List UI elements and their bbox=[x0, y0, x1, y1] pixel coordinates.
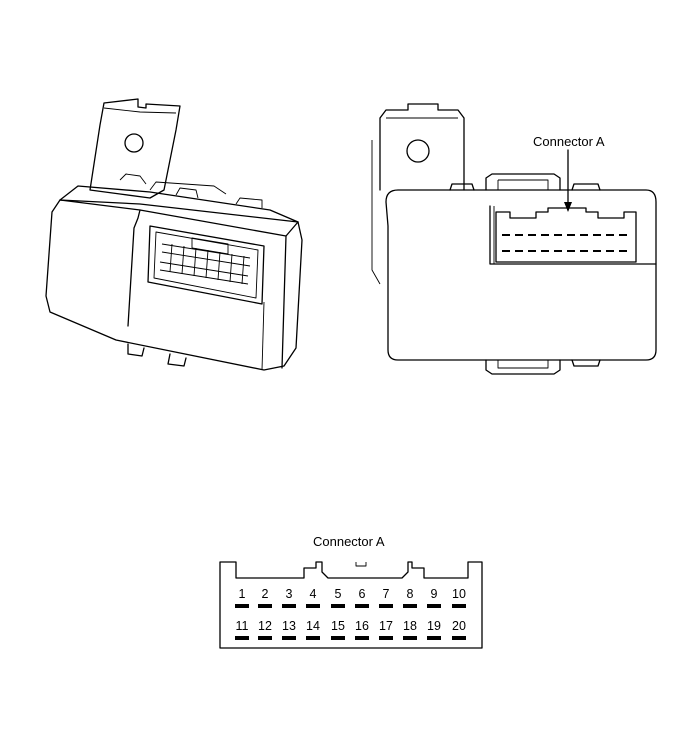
pin-bar-9 bbox=[427, 604, 441, 608]
pin-bar-6 bbox=[355, 604, 369, 608]
pin-label-13: 13 bbox=[282, 619, 296, 633]
pin-bar-2 bbox=[258, 604, 272, 608]
pin-label-4: 4 bbox=[310, 587, 317, 601]
front-pin-dash bbox=[502, 234, 510, 236]
pin-label-20: 20 bbox=[452, 619, 466, 633]
unit-isometric-view bbox=[45, 98, 303, 371]
pin-bar-19 bbox=[427, 636, 441, 640]
pin-bar-18 bbox=[403, 636, 417, 640]
front-pin-dash bbox=[554, 234, 562, 236]
pin-bars bbox=[235, 604, 466, 640]
callout-arrowhead bbox=[564, 202, 572, 212]
pin-label-12: 12 bbox=[258, 619, 272, 633]
pin-bar-1 bbox=[235, 604, 249, 608]
front-pin-dash bbox=[541, 250, 549, 252]
front-pin-dash bbox=[619, 234, 627, 236]
front-pin-dash bbox=[580, 250, 588, 252]
pin-label-16: 16 bbox=[355, 619, 369, 633]
pin-bar-16 bbox=[355, 636, 369, 640]
pin-label-3: 3 bbox=[286, 587, 293, 601]
front-pin-dash bbox=[567, 234, 575, 236]
pin-bar-4 bbox=[306, 604, 320, 608]
pin-bar-8 bbox=[403, 604, 417, 608]
front-pin-dash bbox=[606, 234, 614, 236]
pin-label-19: 19 bbox=[427, 619, 441, 633]
pin-bar-15 bbox=[331, 636, 345, 640]
connector-title: Connector A bbox=[313, 534, 385, 549]
pin-label-18: 18 bbox=[403, 619, 417, 633]
pin-bar-12 bbox=[258, 636, 272, 640]
front-pin-dash bbox=[593, 234, 601, 236]
connector-pins-front bbox=[502, 234, 627, 252]
pin-bar-20 bbox=[452, 636, 466, 640]
connector-callout-label: Connector A bbox=[533, 134, 605, 149]
pin-bar-10 bbox=[452, 604, 466, 608]
front-pin-dash bbox=[567, 250, 575, 252]
pin-label-5: 5 bbox=[335, 587, 342, 601]
front-pin-dash bbox=[606, 250, 614, 252]
unit-front-view bbox=[371, 103, 657, 375]
pin-bar-3 bbox=[282, 604, 296, 608]
pin-label-10: 10 bbox=[452, 587, 466, 601]
front-pin-dash bbox=[515, 234, 523, 236]
pin-label-2: 2 bbox=[262, 587, 269, 601]
front-pin-dash bbox=[580, 234, 588, 236]
pin-bar-7 bbox=[379, 604, 393, 608]
front-pin-dash bbox=[554, 250, 562, 252]
pin-bar-11 bbox=[235, 636, 249, 640]
front-pin-dash bbox=[619, 250, 627, 252]
front-pin-dash bbox=[528, 250, 536, 252]
front-pin-dash bbox=[541, 234, 549, 236]
front-pin-dash bbox=[502, 250, 510, 252]
pin-bar-5 bbox=[331, 604, 345, 608]
pin-labels-top: 1 2 3 4 5 6 7 8 9 10 bbox=[239, 587, 466, 601]
pin-label-15: 15 bbox=[331, 619, 345, 633]
pin-bar-17 bbox=[379, 636, 393, 640]
pin-bar-13 bbox=[282, 636, 296, 640]
pin-label-6: 6 bbox=[359, 587, 366, 601]
front-pin-dash bbox=[515, 250, 523, 252]
front-pin-dash bbox=[528, 234, 536, 236]
pin-label-8: 8 bbox=[407, 587, 414, 601]
pin-labels-bottom: 11 12 13 14 15 16 17 18 19 20 bbox=[236, 619, 466, 633]
connector-pins-iso bbox=[159, 243, 251, 285]
front-pin-dash bbox=[593, 250, 601, 252]
pin-label-9: 9 bbox=[431, 587, 438, 601]
pin-label-7: 7 bbox=[383, 587, 390, 601]
connector-a-pinout: 1 2 3 4 5 6 7 8 9 10 11 12 13 14 15 16 1… bbox=[219, 561, 483, 649]
pin-label-17: 17 bbox=[379, 619, 393, 633]
pin-label-11: 11 bbox=[236, 619, 249, 633]
pin-bar-14 bbox=[306, 636, 320, 640]
pin-label-14: 14 bbox=[306, 619, 320, 633]
pin-label-1: 1 bbox=[239, 587, 246, 601]
